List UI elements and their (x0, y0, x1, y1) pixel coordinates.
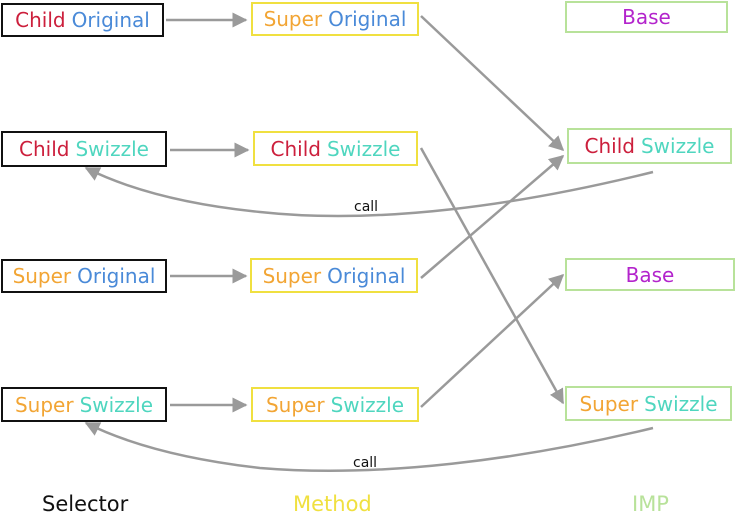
word-swizzle: Swizzle (326, 136, 401, 161)
word-base: Base (622, 5, 671, 29)
selector-child-original: Child Original (1, 3, 164, 37)
call-curve-child-swizzle (84, 166, 654, 218)
method-child-swizzle: Child Swizzle (253, 131, 418, 166)
word-super: Super (14, 392, 74, 417)
arrow-super-original-method-to-child-swizzle-imp-2 (420, 155, 565, 279)
call-label-bottom: call (353, 455, 378, 471)
selector-super-original: Super Original (1, 259, 167, 293)
imp-base-bottom: Base (565, 258, 735, 291)
selector-child-swizzle: Child Swizzle (1, 131, 167, 167)
word-child: Child (19, 137, 70, 161)
word-swizzle: Swizzle (330, 392, 405, 417)
call-curve-super-swizzle (84, 421, 654, 473)
arrow-super-original-method-to-child-swizzle-imp (420, 15, 565, 152)
word-super: Super (579, 391, 639, 416)
word-super: Super (265, 392, 325, 417)
word-original: Original (327, 263, 406, 288)
arrow-child-swizzle-method-to-super-swizzle-imp (419, 147, 565, 405)
word-super: Super (263, 7, 323, 31)
word-super: Super (12, 264, 72, 288)
selector-super-swizzle: Super Swizzle (1, 387, 167, 422)
method-super-original-2: Super Original (250, 258, 418, 293)
word-super: Super (262, 263, 322, 288)
arrow-super-swizzle-method-to-base-imp (420, 273, 565, 408)
word-child: Child (270, 136, 321, 161)
method-super-swizzle: Super Swizzle (251, 387, 419, 422)
word-base: Base (625, 262, 675, 287)
word-original: Original (328, 7, 407, 31)
call-label-top: call (354, 199, 379, 215)
imp-base-top: Base (565, 1, 728, 33)
word-swizzle: Swizzle (75, 137, 149, 161)
method-super-original: Super Original (251, 2, 419, 36)
legend-imp: IMP (632, 492, 669, 516)
word-child: Child (584, 134, 635, 158)
imp-child-swizzle: Child Swizzle (567, 128, 732, 164)
imp-super-swizzle: Super Swizzle (565, 386, 732, 421)
legend-selector: Selector (42, 492, 129, 516)
word-swizzle: Swizzle (79, 392, 154, 417)
legend-method: Method (293, 492, 372, 516)
word-swizzle: Swizzle (640, 134, 715, 158)
word-child: Child (15, 8, 66, 32)
word-original: Original (77, 264, 156, 288)
word-original: Original (71, 8, 150, 32)
word-swizzle: Swizzle (644, 391, 718, 416)
